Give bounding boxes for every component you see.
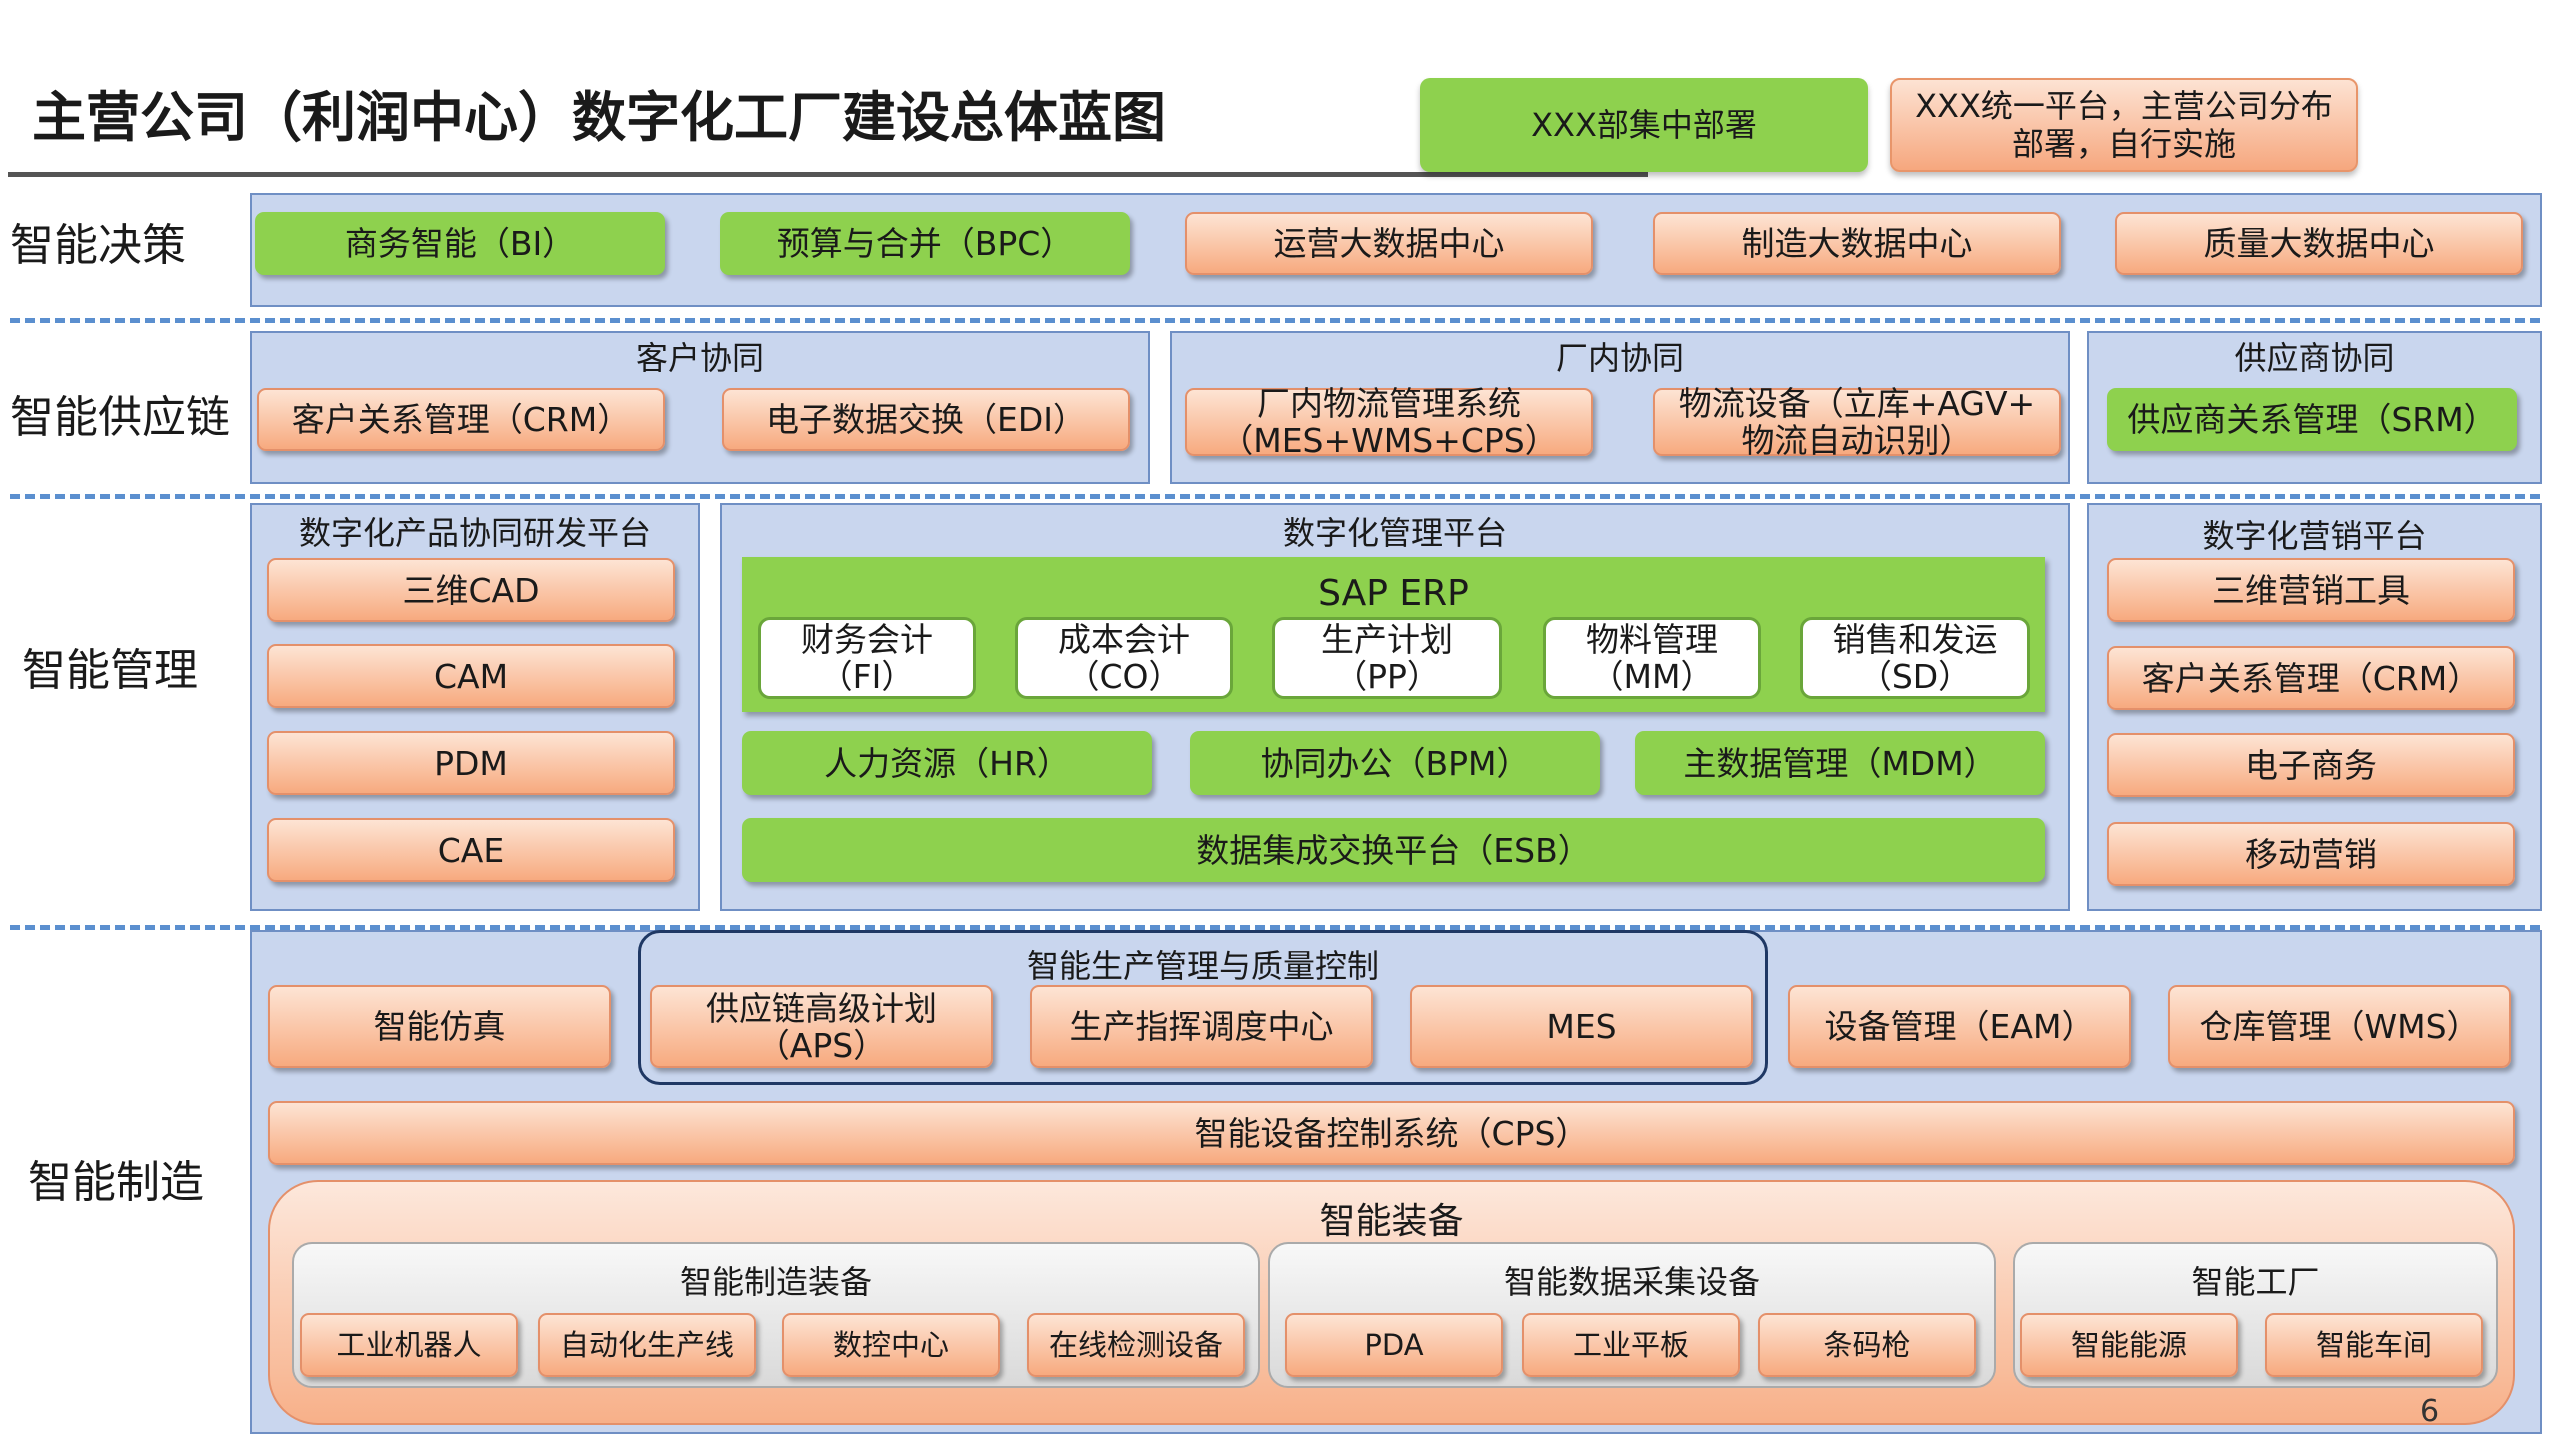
page-number: 6 (2420, 1394, 2440, 1429)
factory-equipment-line1: 物流设备（立库+AGV+ (1678, 384, 2036, 423)
mgmt-bpm: 协同办公（BPM） (1190, 731, 1600, 795)
rd-cae: CAE (267, 818, 675, 882)
erp-module-co: 成本会计 （CO） (1015, 617, 1233, 699)
mfg-simulation: 智能仿真 (268, 985, 611, 1068)
row-divider (10, 494, 2540, 499)
equipment-barcode-scanner: 条码枪 (1758, 1313, 1976, 1377)
supplier-title: 供应商协同 (2234, 339, 2395, 377)
title-underline (8, 172, 1648, 177)
mfg-aps-code: （APS） (756, 1025, 887, 1065)
erp-module-mm-name: 物料管理 (1586, 620, 1718, 659)
row-label-manufacturing: 智能制造 (28, 1157, 204, 1208)
erp-module-sd-name: 销售和发运 (1832, 620, 1998, 659)
factory-logistics-line1: 厂内物流管理系统 (1257, 384, 1521, 423)
production-quality-title: 智能生产管理与质量控制 (1026, 947, 1379, 985)
row-label-management: 智能管理 (22, 645, 198, 696)
mfg-dispatch-center: 生产指挥调度中心 (1030, 985, 1373, 1068)
factory-logistics-equipment: 物流设备（立库+AGV+ 物流自动识别） (1653, 384, 2061, 460)
equipment-industrial-robot: 工业机器人 (300, 1313, 518, 1377)
mgmt-platform-title: 数字化管理平台 (1282, 514, 1507, 552)
supply-srm: 供应商关系管理（SRM） (2107, 388, 2517, 451)
factory-equipment-line2: 物流自动识别） (1741, 421, 1973, 460)
factory-logistics-line2: （MES+WMS+CPS） (1220, 421, 1558, 460)
equipment-auto-line: 自动化生产线 (538, 1313, 756, 1377)
mgmt-esb: 数据集成交换平台（ESB） (742, 818, 2045, 882)
equipment-industrial-tablet: 工业平板 (1522, 1313, 1740, 1377)
decision-bpc: 预算与合并（BPC） (720, 212, 1130, 275)
rd-3d-cad: 三维CAD (267, 558, 675, 622)
erp-module-mm: 物料管理 （MM） (1543, 617, 1761, 699)
marketing-3d-tool: 三维营销工具 (2107, 558, 2515, 622)
factory-title: 厂内协同 (1555, 339, 1684, 377)
mfg-eam: 设备管理（EAM） (1788, 985, 2131, 1068)
equipment-group-data-title: 智能数据采集设备 (1503, 1263, 1760, 1301)
supply-crm: 客户关系管理（CRM） (257, 388, 665, 451)
rd-pdm: PDM (267, 731, 675, 795)
legend-central-deploy: XXX部集中部署 (1420, 78, 1868, 172)
decision-mfg-bigdata: 制造大数据中心 (1653, 212, 2061, 275)
marketing-crm: 客户关系管理（CRM） (2107, 646, 2515, 710)
equipment-smart-energy: 智能能源 (2020, 1313, 2238, 1377)
mgmt-hr: 人力资源（HR） (742, 731, 1152, 795)
erp-module-sd-code: （SD） (1858, 657, 1972, 696)
erp-module-co-name: 成本会计 (1058, 620, 1190, 659)
factory-logistics-system: 厂内物流管理系统 （MES+WMS+CPS） (1185, 384, 1593, 460)
erp-module-mm-code: （MM） (1590, 657, 1714, 696)
equipment-pda: PDA (1285, 1313, 1503, 1377)
page-title: 主营公司（利润中心）数字化工厂建设总体蓝图 (32, 86, 1166, 149)
equipment-smart-workshop: 智能车间 (2265, 1313, 2483, 1377)
mfg-aps: 供应链高级计划 （APS） (650, 985, 993, 1068)
rd-cam: CAM (267, 644, 675, 708)
erp-module-sd: 销售和发运 （SD） (1800, 617, 2030, 699)
marketing-mobile: 移动营销 (2107, 822, 2515, 886)
erp-module-fi: 财务会计 （FI） (758, 617, 976, 699)
production-quality-group (638, 930, 1768, 1085)
erp-module-pp-code: （PP） (1334, 657, 1440, 696)
sap-erp-title: SAP ERP (1318, 573, 1469, 614)
row-divider (10, 318, 2540, 323)
row-label-decision: 智能决策 (10, 220, 186, 271)
erp-module-fi-name: 财务会计 (801, 620, 933, 659)
rd-platform-title: 数字化产品协同研发平台 (298, 514, 651, 552)
supply-edi: 电子数据交换（EDI） (722, 388, 1130, 451)
row-label-supply: 智能供应链 (10, 392, 230, 443)
erp-module-pp: 生产计划 （PP） (1272, 617, 1502, 699)
customer-title: 客户协同 (635, 339, 764, 377)
mfg-cps: 智能设备控制系统（CPS） (268, 1101, 2515, 1165)
equipment-group-factory-title: 智能工厂 (2191, 1263, 2320, 1301)
equipment-online-inspection: 在线检测设备 (1027, 1313, 1245, 1377)
equipment-cnc-center: 数控中心 (782, 1313, 1000, 1377)
legend-distributed-deploy: XXX统一平台，主营公司分布 部署，自行实施 (1890, 78, 2358, 172)
equipment-group-mfg-title: 智能制造装备 (679, 1263, 872, 1301)
mfg-mes: MES (1410, 985, 1753, 1068)
decision-quality-bigdata: 质量大数据中心 (2115, 212, 2523, 275)
erp-module-pp-name: 生产计划 (1321, 620, 1453, 659)
mfg-wms: 仓库管理（WMS） (2168, 985, 2511, 1068)
intelligent-equipment-title: 智能装备 (1319, 1201, 1464, 1242)
mgmt-mdm: 主数据管理（MDM） (1635, 731, 2045, 795)
decision-ops-bigdata: 运营大数据中心 (1185, 212, 1593, 275)
marketing-platform-title: 数字化营销平台 (2202, 517, 2427, 555)
erp-module-fi-code: （FI） (819, 657, 915, 696)
marketing-ecommerce: 电子商务 (2107, 733, 2515, 797)
legend-distributed-line1: XXX统一平台，主营公司分布 (1915, 87, 2333, 125)
legend-distributed-line2: 部署，自行实施 (2011, 125, 2236, 163)
erp-module-co-code: （CO） (1066, 657, 1182, 696)
mfg-aps-name: 供应链高级计划 (706, 988, 937, 1028)
decision-bi: 商务智能（BI） (255, 212, 665, 275)
row-divider (10, 925, 2540, 930)
